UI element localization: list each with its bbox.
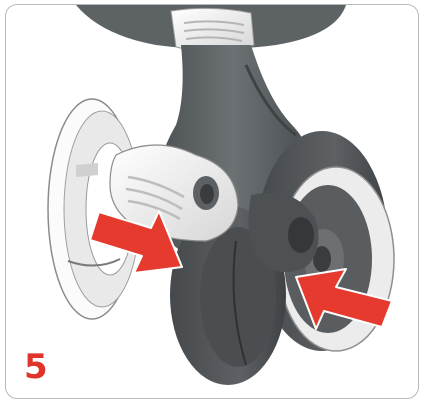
step-number: 5 (24, 350, 48, 384)
wheel-assembly-illustration (6, 5, 418, 398)
instruction-panel: 5 (5, 4, 419, 399)
